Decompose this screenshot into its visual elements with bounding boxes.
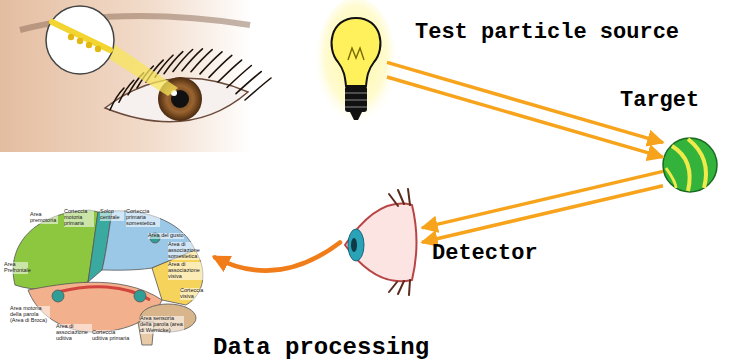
eyelash	[200, 52, 222, 74]
eyelash	[191, 50, 212, 72]
target-node: Target	[663, 138, 717, 192]
eyelash	[209, 55, 232, 77]
brain-area-label: Area sensoria della parola (area di Wern…	[140, 316, 184, 334]
eyelash	[245, 78, 271, 100]
eyelash	[173, 50, 193, 72]
eyelash	[110, 88, 124, 110]
node-label: Data processing	[213, 336, 429, 360]
brain-area-label: Area motoria della parola (Area di Broca…	[10, 306, 50, 324]
eyelash	[182, 49, 202, 71]
light-bulb	[316, 0, 396, 126]
data-arrow	[215, 242, 340, 270]
brain-area-label: Corteccia uditiva primaria	[92, 330, 132, 342]
brain-area-label: Area premotoria	[30, 212, 58, 224]
ray-line	[422, 171, 663, 228]
brain-area-label: Corteccia motoria primaria	[64, 209, 94, 227]
brain-illustration	[2, 205, 215, 345]
brain-area-label: Area Prefrontale	[4, 262, 28, 274]
particle-ray	[422, 171, 663, 242]
detector-node: Detector	[340, 185, 422, 290]
brain-area-label: Area del gusto	[148, 233, 184, 239]
brain-area-label: Area di associazione visiva	[168, 262, 208, 280]
eyelash	[119, 80, 134, 102]
eyelash	[218, 60, 242, 82]
data-arrow-line	[215, 242, 340, 270]
brain-area-label: Solco centrale	[100, 209, 124, 221]
target-sphere	[663, 138, 717, 192]
eye-photo	[0, 0, 271, 152]
brain-area-label: Corteccia primaria somestetica	[126, 209, 160, 227]
ray-line	[422, 186, 663, 243]
brain-area-label: Area di associazione somestetica	[168, 242, 210, 260]
source-node: Test particle source	[325, 12, 387, 124]
node-label: Detector	[432, 243, 538, 265]
brain-area-label: Area di associazione uditiva	[56, 324, 92, 342]
node-label: Test particle source	[415, 22, 679, 44]
node-label: Target	[620, 90, 699, 112]
brain-area-label: Corteccia visiva	[180, 288, 208, 300]
detector-eye	[345, 189, 417, 295]
eyelash	[227, 66, 251, 88]
